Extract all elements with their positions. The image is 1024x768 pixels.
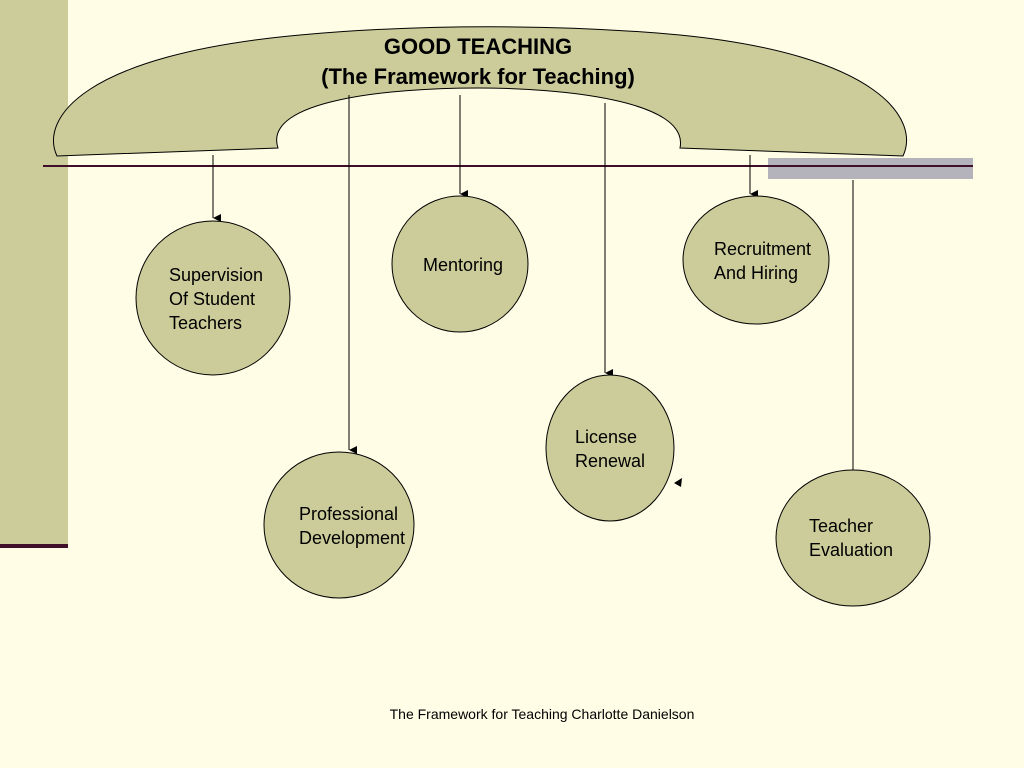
node-teacher-evaluation-circle — [775, 469, 931, 607]
node-mentoring-label: Mentoring — [423, 255, 504, 275]
node-license-renewal-label: License Renewal — [575, 427, 646, 471]
left-decorative-bar — [0, 0, 68, 545]
node-professional-development-label: Professional Development — [299, 504, 406, 548]
stray-arrowhead — [674, 478, 682, 487]
node-supervision-circle — [135, 220, 291, 376]
node-mentoring-circle — [391, 195, 529, 333]
node-teacher-evaluation-label: Teacher Evaluation — [809, 516, 894, 560]
node-license-renewal-circle — [545, 374, 675, 522]
title-line-2: (The Framework for Teaching) — [321, 64, 635, 89]
left-bar-underline — [0, 544, 68, 548]
horizontal-rule — [43, 165, 973, 167]
diagram-title: GOOD TEACHING (The Framework for Teachin… — [268, 32, 688, 92]
node-recruitment-label: Recruitment And Hiring — [714, 239, 812, 283]
framework-arch — [53, 26, 907, 157]
title-line-1: GOOD TEACHING — [383, 34, 573, 59]
footer-caption: The Framework for Teaching Charlotte Dan… — [389, 706, 695, 722]
node-recruitment-circle — [682, 195, 830, 325]
node-supervision-label: Supervision Of Student Teachers — [169, 265, 264, 333]
node-professional-development-circle — [263, 451, 415, 599]
accent-rectangle — [768, 158, 973, 179]
